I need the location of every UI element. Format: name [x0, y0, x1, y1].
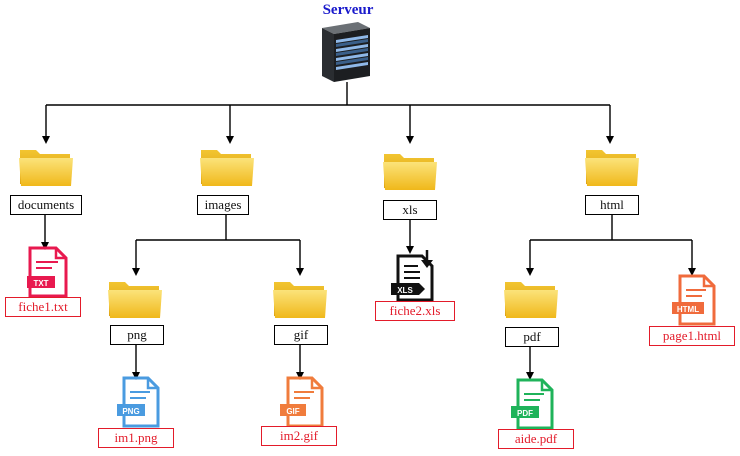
folder-label-gif[interactable]: gif [274, 325, 328, 345]
folder-icon[interactable] [383, 154, 437, 190]
gif-file-icon[interactable]: GIF [280, 376, 324, 428]
svg-text:PNG: PNG [122, 407, 139, 416]
pdf-file-icon[interactable]: PDF [511, 378, 554, 430]
folder-label-images[interactable]: images [197, 195, 249, 215]
folder-icon[interactable] [19, 150, 73, 186]
folder-label-png[interactable]: png [110, 325, 164, 345]
file-label-fiche2[interactable]: fiche2.xls [375, 301, 455, 321]
folder-label-xls[interactable]: xls [383, 200, 437, 220]
svg-text:PDF: PDF [517, 409, 533, 418]
folder-icon[interactable] [585, 150, 639, 186]
file-label-page1[interactable]: page1.html [649, 326, 735, 346]
svg-text:XLS: XLS [397, 286, 413, 295]
xls-file-icon[interactable]: XLS [391, 250, 434, 302]
png-file-icon[interactable]: PNG [117, 376, 160, 428]
svg-text:GIF: GIF [286, 407, 299, 416]
file-label-im1[interactable]: im1.png [98, 428, 174, 448]
file-label-fiche1[interactable]: fiche1.txt [5, 297, 81, 317]
svg-text:HTML: HTML [677, 305, 699, 314]
folder-label-html[interactable]: html [585, 195, 639, 215]
folder-label-pdf[interactable]: pdf [505, 327, 559, 347]
folder-icon[interactable] [504, 282, 558, 318]
folder-icon[interactable] [200, 150, 254, 186]
html-file-icon[interactable]: HTML [672, 274, 716, 326]
txt-file-icon[interactable]: TXT [27, 246, 68, 298]
file-label-im2[interactable]: im2.gif [261, 426, 337, 446]
svg-text:TXT: TXT [33, 279, 48, 288]
folder-icon[interactable] [108, 282, 162, 318]
folder-label-documents[interactable]: documents [10, 195, 82, 215]
server-title: Serveur [322, 2, 374, 18]
folder-icon[interactable] [273, 282, 327, 318]
server-icon [322, 22, 370, 82]
file-label-aide[interactable]: aide.pdf [498, 429, 574, 449]
